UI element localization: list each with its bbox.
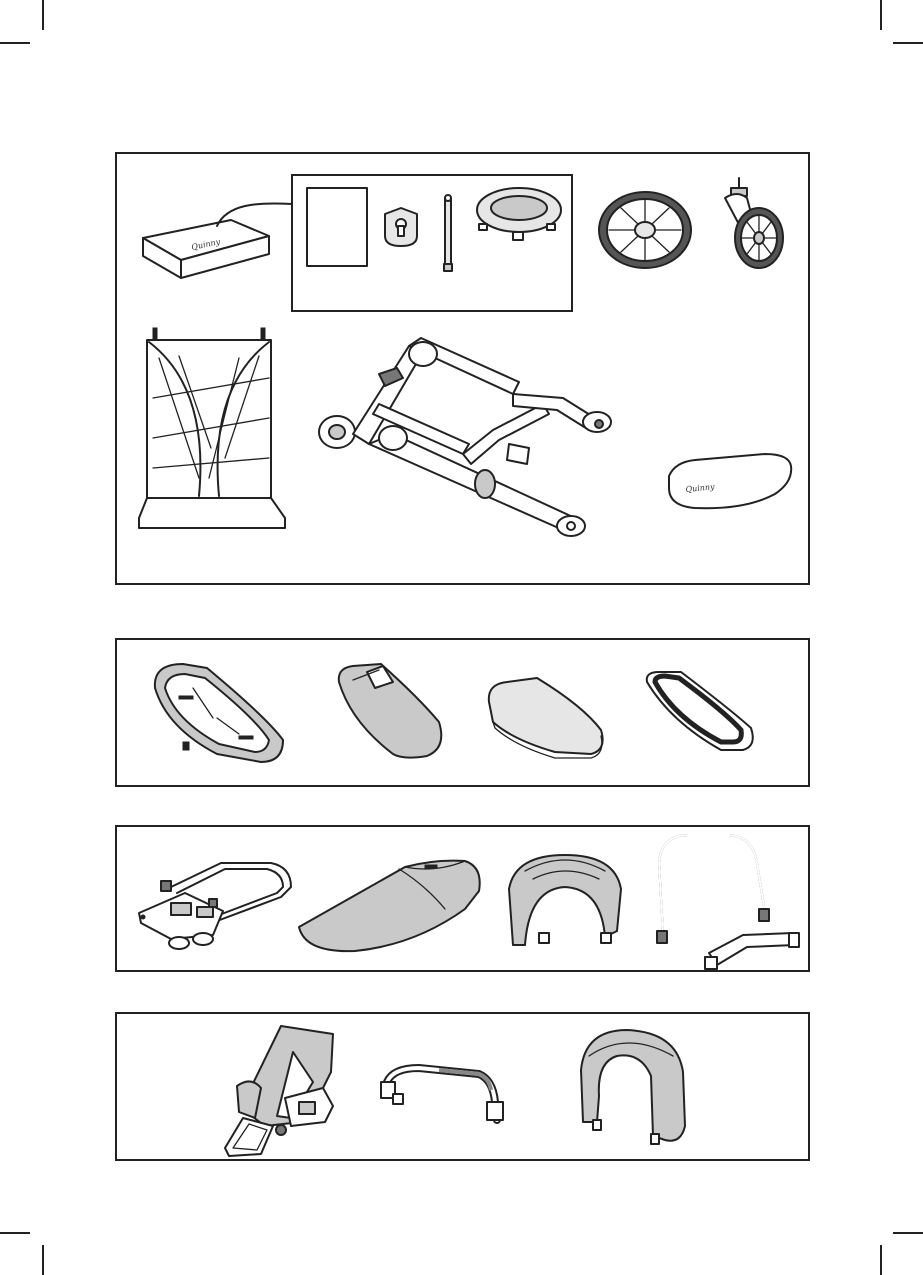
cushion-pad-illustration: Quinny [665, 452, 795, 512]
rear-wheel-illustration [597, 190, 693, 270]
crop-mark-bottom-right-h [893, 1232, 923, 1234]
axle-rod-icon [441, 194, 455, 274]
crop-mark-bottom-right-v [880, 1245, 882, 1275]
seat-parts-panel [115, 1012, 810, 1161]
carrycot-frame-insert-illustration [641, 670, 757, 752]
carrycot-shell-illustration [147, 658, 287, 770]
hub-cap-icon [473, 184, 565, 246]
seat-unit-illustration [221, 1022, 351, 1158]
crop-mark-top-right-h [893, 42, 923, 44]
wall-bracket-icon [381, 206, 421, 248]
dreami-parts-panel [115, 825, 810, 972]
crop-mark-bottom-left-h [0, 1232, 30, 1234]
carrycot-parts-panel [115, 638, 810, 787]
crop-mark-bottom-left-v [42, 1245, 44, 1275]
chassis-frame-illustration [313, 334, 623, 544]
box-connector-line [217, 200, 292, 230]
carrycot-mattress-illustration [483, 672, 609, 758]
crop-mark-top-left-v [42, 0, 44, 30]
bumper-bar-illustration [649, 833, 805, 973]
seat-canopy-illustration [577, 1026, 691, 1146]
front-wheel-illustration [715, 176, 787, 272]
carrycot-cover-illustration [333, 662, 449, 760]
small-parts-inset [291, 174, 573, 312]
crop-mark-top-left-h [0, 42, 30, 44]
manual-booklet [305, 186, 369, 268]
main-contents-panel: Quinny [115, 152, 810, 585]
footmuff-illustration [295, 845, 485, 955]
seat-adapter-frame-illustration [131, 857, 297, 953]
crop-mark-top-right-v [880, 0, 882, 30]
seat-bumper-bar-illustration [379, 1062, 511, 1134]
canopy-hood-illustration [505, 849, 625, 957]
shopping-basket-illustration [139, 328, 289, 534]
